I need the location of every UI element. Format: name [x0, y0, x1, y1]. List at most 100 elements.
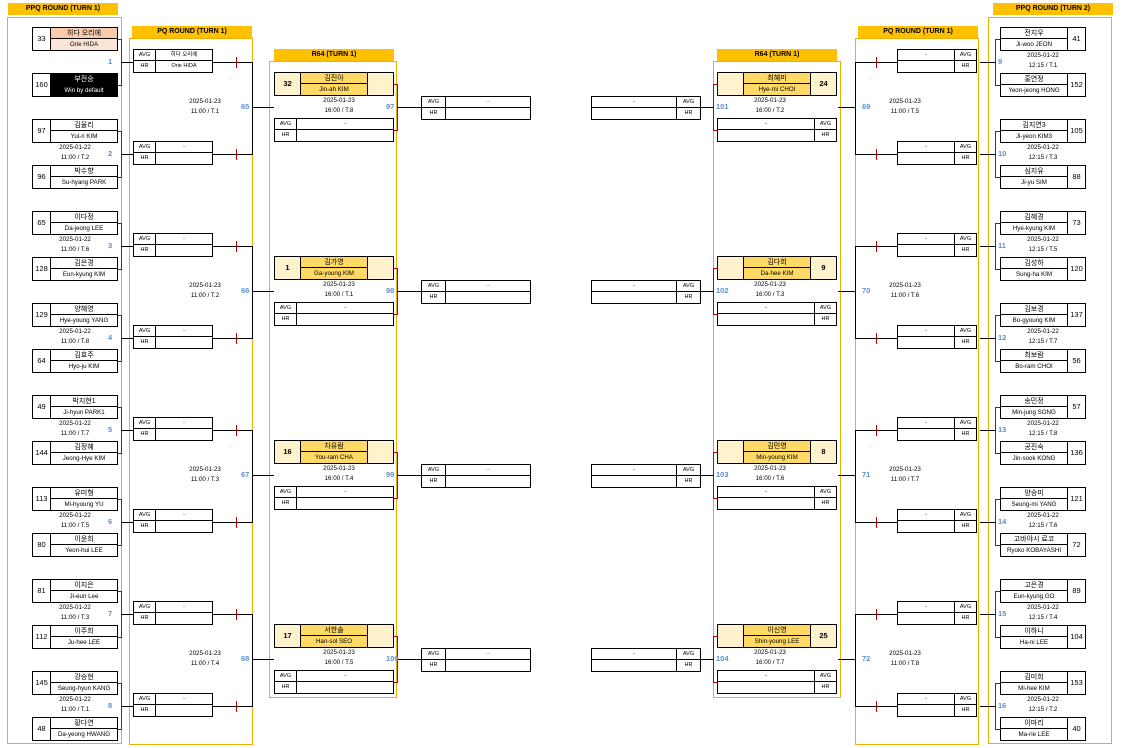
round-header: PQ ROUND (TURN 1) — [132, 26, 252, 38]
match-date: 2025-01-22 — [59, 236, 91, 243]
score-box[interactable]: AVG-HR — [133, 601, 213, 625]
score-box[interactable]: AVG-HR — [897, 601, 977, 625]
player-name-ko: 김효주 — [51, 350, 117, 361]
score-box[interactable]: AVG-HR — [897, 49, 977, 73]
score-box[interactable]: AVG-HR — [717, 118, 837, 142]
bracket-line — [995, 361, 1000, 362]
score-box[interactable]: AVG-HR — [421, 280, 531, 304]
score-box[interactable]: AVG-HR — [274, 670, 394, 694]
score-box[interactable]: AVG-HR — [897, 693, 977, 717]
seed-number: 160 — [33, 74, 51, 96]
score-box[interactable]: AVG-HR — [897, 325, 977, 349]
score-box[interactable]: AVG-HR — [421, 464, 531, 488]
player-name-ko: 김지연3 — [1001, 120, 1067, 131]
score-box[interactable]: AVG-HR — [421, 648, 531, 672]
score-box[interactable]: AVG-HR — [274, 118, 394, 142]
score-box[interactable]: AVG-HR — [717, 486, 837, 510]
match-date: 2025-01-23 — [889, 98, 921, 105]
bracket-line — [980, 246, 996, 247]
score-box[interactable]: AVG-HR — [897, 417, 977, 441]
score-box[interactable]: AVG-HR — [133, 693, 213, 717]
hr-label: HR — [954, 705, 976, 716]
score-box[interactable]: AVG-HR — [274, 302, 394, 326]
score-box[interactable]: AVG-HR — [897, 233, 977, 257]
player-name-ko: 공진숙 — [1001, 442, 1067, 453]
score-box[interactable]: AVG-HR — [591, 280, 701, 304]
score-box[interactable]: AVG-HR — [591, 648, 701, 672]
avg-value: - — [898, 694, 954, 705]
avg-value: - — [297, 303, 393, 314]
score-box[interactable]: AVG-HR — [274, 486, 394, 510]
hr-label: HR — [814, 682, 836, 693]
hr-value — [898, 337, 954, 348]
score-box[interactable]: AVG-HR — [133, 509, 213, 533]
hr-value — [898, 429, 954, 440]
player-name-en: Han-sol SEO — [301, 636, 367, 647]
score-box[interactable]: AVG-HR — [897, 509, 977, 533]
match-number: 97 — [386, 102, 395, 111]
avg-label: AVG — [676, 649, 700, 660]
score-box[interactable]: AVG-HR — [717, 302, 837, 326]
score-box[interactable]: AVG-HR — [133, 141, 213, 165]
bracket-line — [252, 614, 253, 707]
bracket-line — [995, 39, 1000, 40]
hr-value — [446, 660, 530, 671]
hr-label: HR — [275, 314, 297, 325]
match-number: 99 — [386, 470, 395, 479]
round-column — [855, 38, 979, 745]
player-name-ko: 강승현 — [51, 672, 117, 683]
score-box[interactable]: AVG-HR — [133, 417, 213, 441]
bracket-line — [697, 475, 714, 476]
score-box[interactable]: AVG-HR — [421, 96, 531, 120]
bracket-line — [713, 682, 717, 683]
score-box[interactable]: AVG-HR — [591, 96, 701, 120]
score-box[interactable]: AVG-HR — [897, 141, 977, 165]
avg-label: AVG — [954, 602, 976, 613]
score-box[interactable]: AVG-HR — [717, 670, 837, 694]
score-box[interactable]: AVG-HR — [133, 325, 213, 349]
score-box[interactable]: AVG-HR — [133, 233, 213, 257]
score-box[interactable]: AVG-HR — [591, 464, 701, 488]
